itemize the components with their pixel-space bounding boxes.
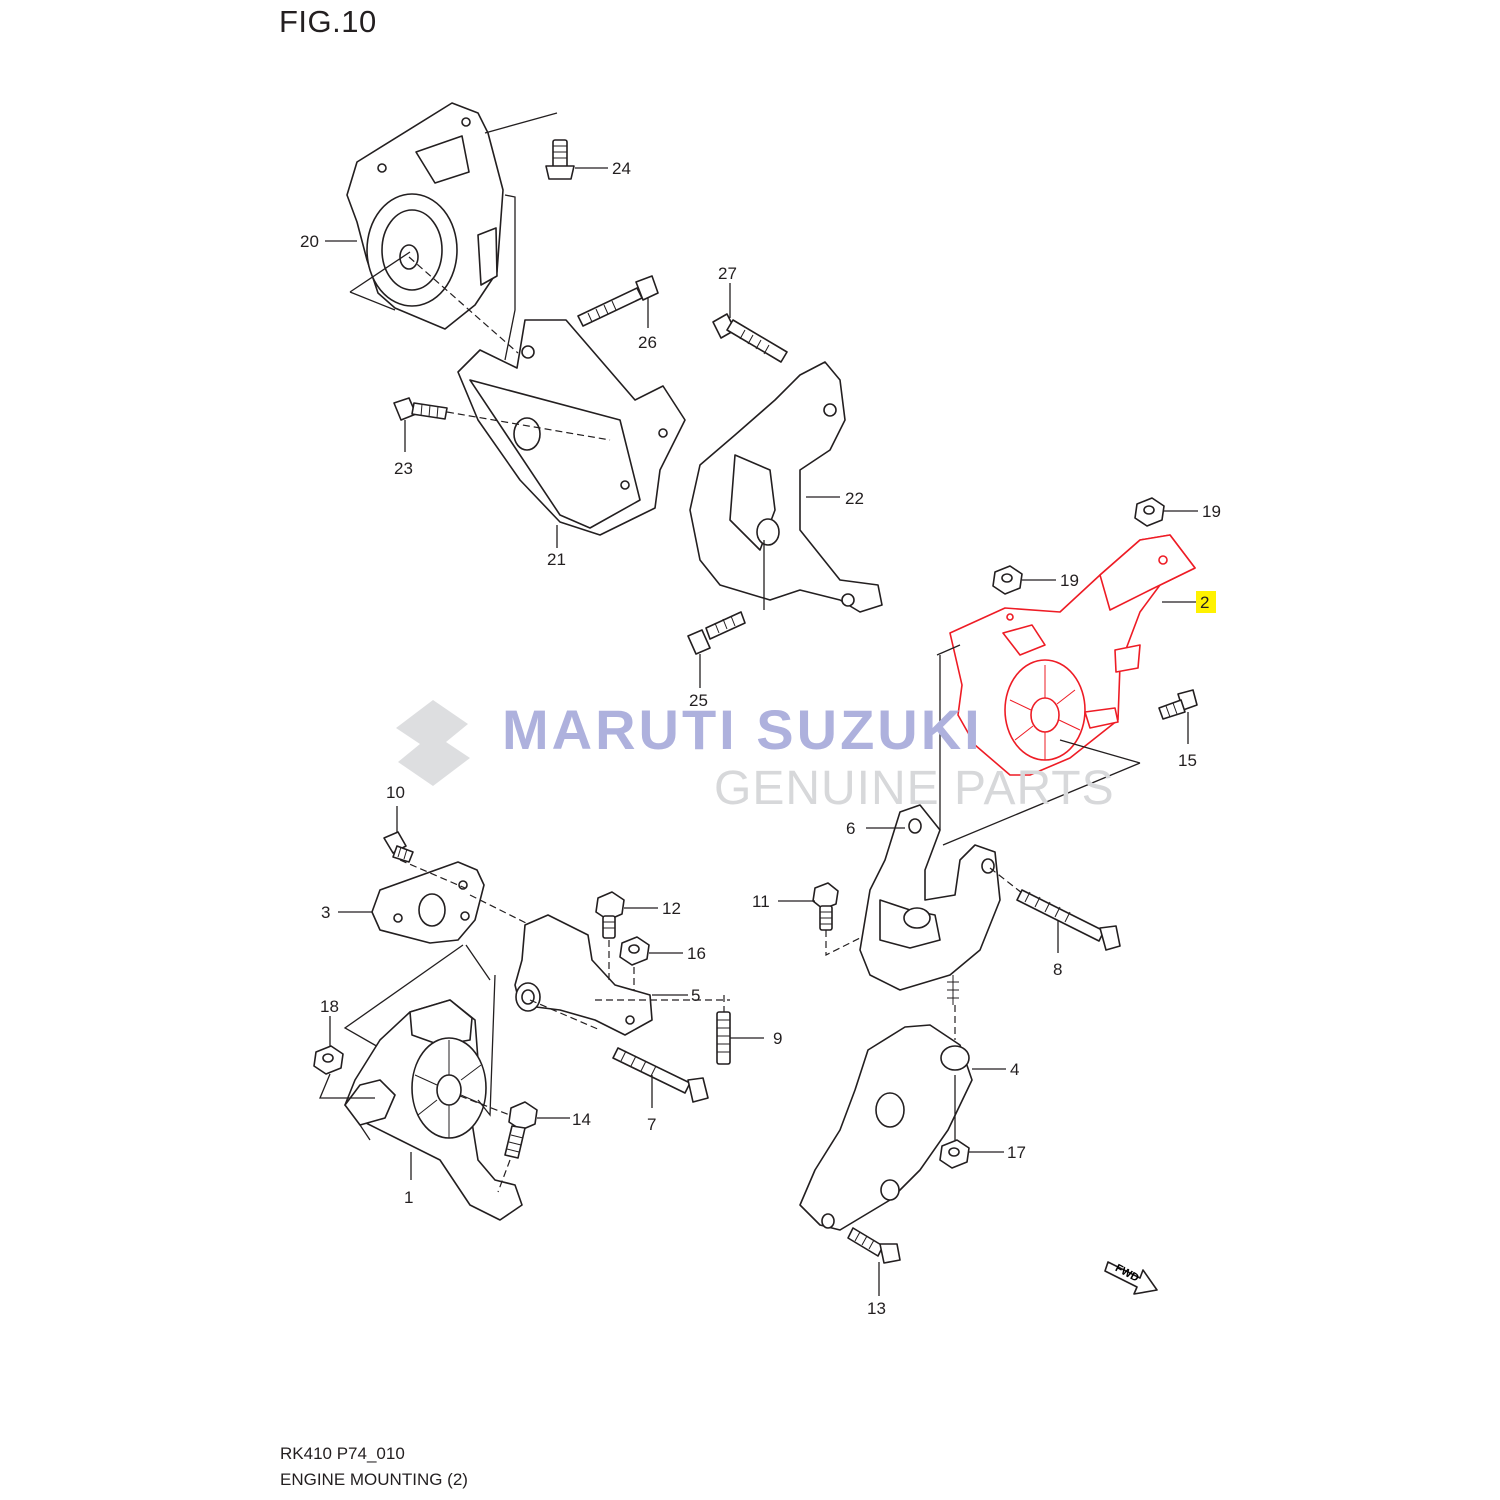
callout-20[interactable]: 20	[300, 232, 319, 251]
part-23-bolt[interactable]	[393, 397, 448, 452]
part-2-mount-highlighted[interactable]	[949, 534, 1196, 776]
callout-22[interactable]: 22	[845, 489, 864, 508]
part-21-bracket[interactable]	[446, 319, 686, 536]
part-4-bracket[interactable]	[799, 1005, 1006, 1231]
callout-24[interactable]: 24	[612, 159, 631, 178]
callout-11[interactable]: 11	[752, 892, 770, 911]
part-10-bolt[interactable]	[383, 806, 414, 863]
part-19-nut-upper[interactable]	[1134, 497, 1198, 527]
part-18-nut[interactable]	[313, 1016, 375, 1141]
part-6-bracket[interactable]	[859, 644, 1141, 1005]
callout-12[interactable]: 12	[662, 899, 681, 918]
part-9-stud[interactable]	[716, 995, 764, 1065]
part-7-bolt[interactable]	[612, 1047, 709, 1108]
figure-title: FIG.10	[279, 4, 377, 39]
part-3-plate[interactable]	[338, 859, 531, 1049]
watermark-tagline: GENUINE PARTS	[714, 762, 1115, 815]
callout-15[interactable]: 15	[1178, 751, 1197, 770]
part-12-bolt[interactable]	[595, 891, 658, 980]
part-1-mount[interactable]	[344, 974, 523, 1221]
watermark: MARUTI SUZUKI GENUINE PARTS	[396, 698, 1115, 815]
callout-6[interactable]: 6	[846, 819, 855, 838]
callout-leaders	[325, 167, 608, 548]
callout-13[interactable]: 13	[867, 1299, 886, 1318]
callout-7[interactable]: 7	[647, 1115, 656, 1134]
callout-1[interactable]: 1	[404, 1188, 413, 1207]
part-19-nut-lower[interactable]	[992, 565, 1056, 595]
callout-8[interactable]: 8	[1053, 960, 1062, 979]
figure-name: ENGINE MOUNTING (2)	[280, 1470, 468, 1489]
callout-labels: 1 2 3 4 5 6 7 8 9 10 11 12 13 14 15 16 1…	[300, 159, 1221, 1318]
part-20-upper-mount[interactable]	[346, 102, 558, 361]
callout-19-upper[interactable]: 19	[1202, 502, 1221, 521]
callout-3[interactable]: 3	[321, 903, 330, 922]
callout-5[interactable]: 5	[691, 986, 700, 1005]
part-14-bolt[interactable]	[497, 1101, 570, 1193]
callout-14[interactable]: 14	[572, 1110, 591, 1129]
figure-code: RK410 P74_010	[280, 1444, 405, 1463]
callout-10[interactable]: 10	[386, 783, 405, 802]
callout-26[interactable]: 26	[638, 333, 657, 352]
callout-18[interactable]: 18	[320, 997, 339, 1016]
callout-4[interactable]: 4	[1010, 1060, 1019, 1079]
part-11-bolt[interactable]	[778, 882, 861, 956]
part-27-bolt[interactable]	[712, 283, 788, 363]
part-17-nut[interactable]	[939, 1139, 1004, 1169]
part-16-nut[interactable]	[619, 936, 683, 990]
callout-9[interactable]: 9	[773, 1029, 782, 1048]
callout-27[interactable]: 27	[718, 264, 737, 283]
callout-19-lower[interactable]: 19	[1060, 571, 1079, 590]
part-15-bolt[interactable]	[1158, 689, 1198, 744]
part-5-bracket[interactable]	[514, 914, 730, 1036]
part-22-bracket[interactable]	[689, 361, 883, 613]
part-8-bolt[interactable]	[989, 867, 1121, 953]
part-13-bolt[interactable]	[847, 1227, 901, 1296]
fwd-arrow-icon: FWD	[1104, 1261, 1158, 1295]
suzuki-logo-icon	[396, 700, 470, 786]
callout-17[interactable]: 17	[1007, 1143, 1026, 1162]
part-25-bolt[interactable]	[687, 611, 746, 688]
watermark-brand: MARUTI SUZUKI	[502, 698, 983, 761]
callout-21[interactable]: 21	[547, 550, 566, 569]
part-26-bolt[interactable]	[577, 275, 659, 328]
callout-16[interactable]: 16	[687, 944, 706, 963]
callout-23[interactable]: 23	[394, 459, 413, 478]
callout-2[interactable]: 2	[1200, 593, 1209, 612]
part-24-bolt[interactable]	[545, 139, 575, 180]
callout-25[interactable]: 25	[689, 691, 708, 710]
